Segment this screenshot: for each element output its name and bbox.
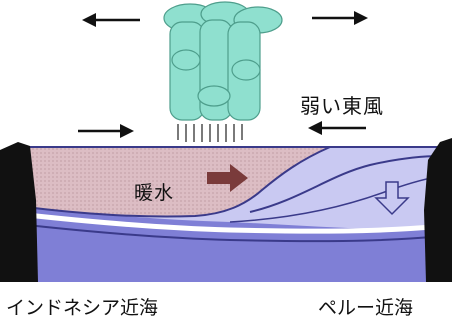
rain-lines-icon [178, 124, 242, 142]
weak-easterly-label: 弱い東風 [300, 90, 384, 119]
cumulonimbus-cloud-icon [164, 2, 282, 120]
warm-water-label: 暖水 [134, 178, 174, 205]
peru-sea-label: ペルー近海 [318, 293, 413, 320]
right-arrow-icon [78, 124, 134, 138]
left-arrow-icon [308, 121, 366, 135]
left-arrow-icon [82, 13, 140, 27]
right-arrow-icon [312, 11, 368, 25]
indonesia-sea-label: インドネシア近海 [6, 293, 158, 320]
